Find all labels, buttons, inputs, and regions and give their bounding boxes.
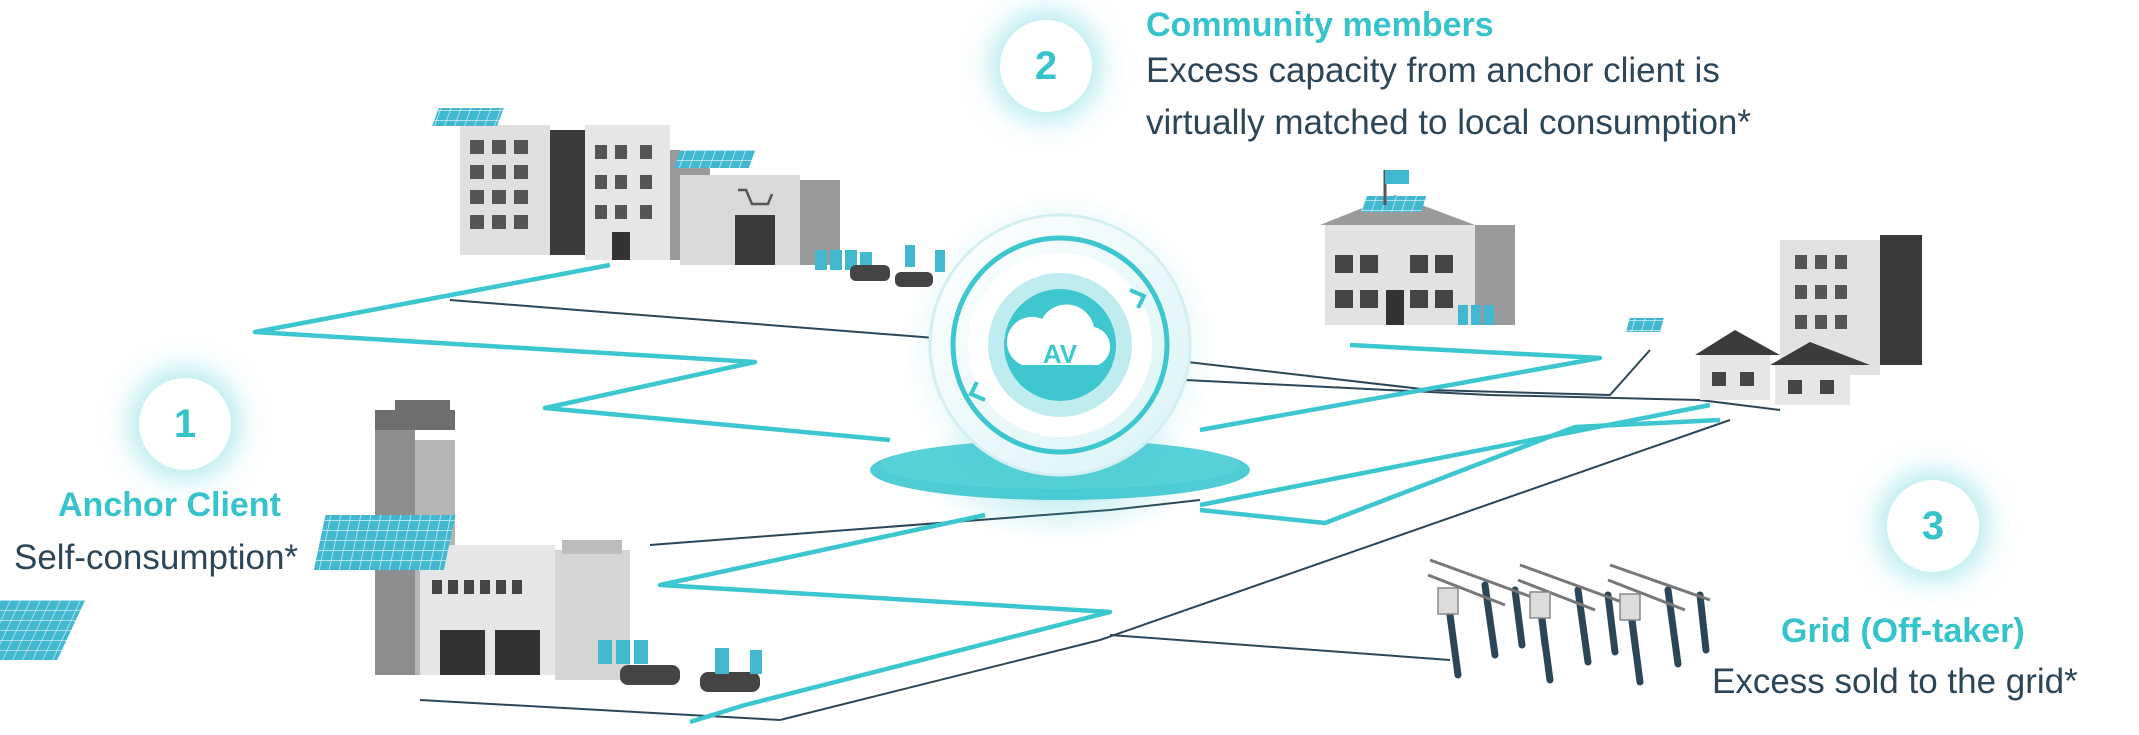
anchor-desc-line-1: Self-consumption* (14, 538, 299, 577)
anchor-desc: Self-consumption* (14, 532, 298, 584)
cyan-lines (252, 262, 1721, 725)
grid-label: Grid (Off-taker) (1781, 612, 2025, 651)
grid-desc-line-1: Excess sold to the grid* (1712, 662, 2078, 701)
cloud-icon (1006, 304, 1111, 365)
hub-logo: AV (1043, 339, 1078, 369)
community-buildings-right (1626, 235, 1922, 405)
central-hub: AV (870, 195, 1250, 540)
grid-title: Grid (Off-taker) (1781, 612, 2025, 650)
anchor-label: Anchor Client (58, 486, 281, 525)
community-building-school (1320, 170, 1515, 325)
grid-poles (1427, 558, 1711, 686)
cart-icon (738, 188, 774, 206)
community-buildings-left (432, 108, 945, 287)
anchor-title: Anchor Client (58, 486, 281, 524)
grid-desc: Excess sold to the grid* (1712, 656, 2078, 708)
grid-number-badge: 3 (1887, 480, 1979, 572)
community-label: Community members Excess capacity from a… (1146, 6, 1751, 149)
community-desc-line-2: virtually matched to local consumption* (1146, 103, 1752, 142)
anchor-factory (0, 400, 762, 692)
community-desc-line-1: Excess capacity from anchor client is (1146, 51, 1720, 90)
anchor-number-badge: 1 (139, 378, 231, 470)
community-number-badge: 2 (1000, 20, 1092, 112)
community-title: Community members (1146, 6, 1494, 44)
connection-lines (252, 262, 1781, 725)
refresh-arrows-icon (968, 288, 1147, 402)
